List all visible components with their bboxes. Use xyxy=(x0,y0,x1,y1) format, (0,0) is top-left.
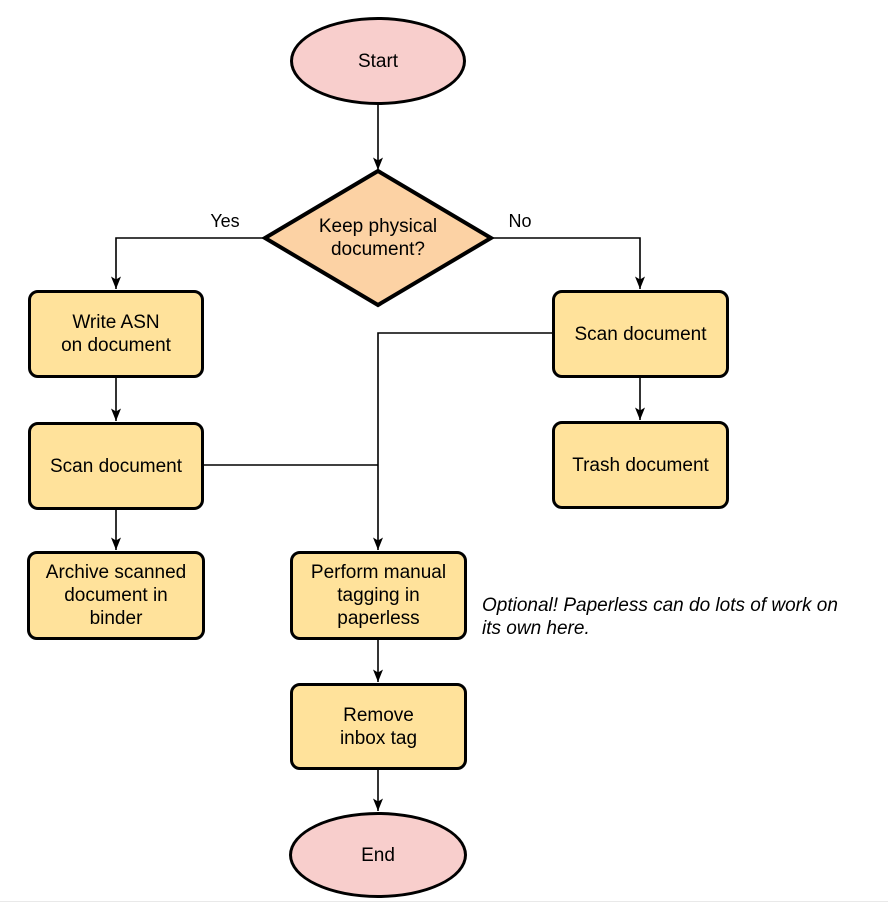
node-end: End xyxy=(289,812,467,898)
node-write-asn-on-document: Write ASN on document xyxy=(28,290,204,378)
edge-scan-right-to-tagging xyxy=(373,332,552,550)
edge-label-yes: Yes xyxy=(210,211,240,231)
edge-decision-no-to-scan-right xyxy=(491,237,645,289)
node-scan-document-right: Scan document xyxy=(552,290,729,378)
edge-decision-yes-to-write-asn xyxy=(111,237,265,289)
node-start: Start xyxy=(290,17,466,105)
annotation-optional-note: Optional! Paperless can do lots of work … xyxy=(482,595,838,639)
node-trash-document: Trash document xyxy=(552,421,729,509)
node-scan-document-left: Scan document xyxy=(28,422,204,510)
node-archive-scanned-document: Archive scanned document in binder xyxy=(27,551,205,640)
node-remove-inbox-tag: Remove inbox tag xyxy=(290,683,467,770)
decision-diamond-shape xyxy=(261,168,495,308)
page-boundary-line xyxy=(0,901,888,902)
node-decision-label: Keep physical document? xyxy=(318,216,438,260)
node-perform-manual-tagging: Perform manual tagging in paperless xyxy=(290,551,467,640)
edge-label-no: No xyxy=(508,211,532,231)
